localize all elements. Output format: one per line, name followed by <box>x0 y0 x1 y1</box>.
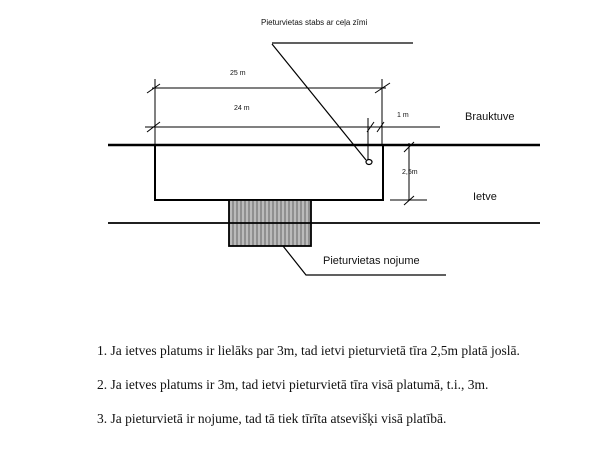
note-1: 1. Ja ietves platums ir lielāks par 3m, … <box>97 343 520 358</box>
shelter-leader <box>282 245 446 276</box>
road-label: Brauktuve <box>465 111 515 123</box>
dim-1-label: 1 m <box>397 112 409 119</box>
cleaning-zone <box>154 144 384 201</box>
shelter-label: Pieturvietas nojume <box>323 255 420 267</box>
note-2: 2. Ja ietves platums ir 3m, tad ietvi pi… <box>97 377 489 392</box>
dim-24-label: 24 m <box>234 105 250 112</box>
sidewalk-label: Ietve <box>473 191 497 203</box>
pole-marker <box>365 158 373 166</box>
dim-2-5-label: 2,5m <box>402 169 418 176</box>
pole-leader-diagonal <box>271 43 367 161</box>
note-3: 3. Ja pieturvietā ir nojume, tad tā tiek… <box>97 411 447 426</box>
pole-label: Pieturvietas stabs ar ceļa zīmi <box>261 18 368 27</box>
dim-25-label: 25 m <box>230 70 246 77</box>
